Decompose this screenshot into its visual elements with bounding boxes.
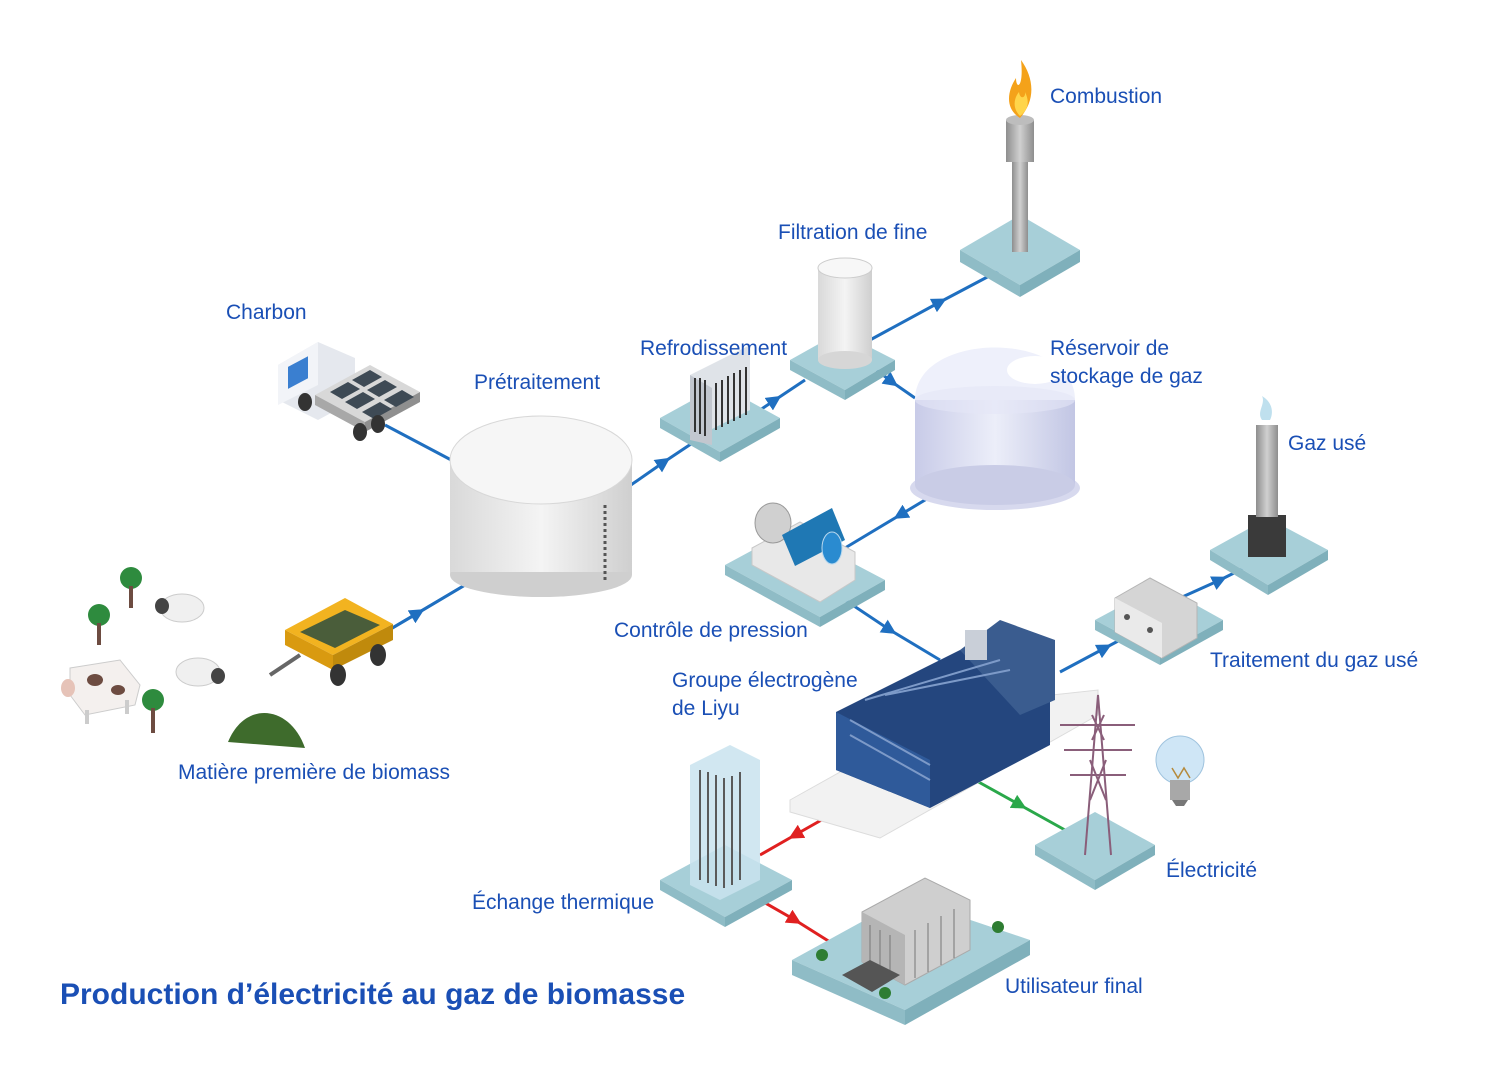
page-title: Production d’électricité au gaz de bioma… [60,978,686,1011]
label-filtration: Filtration de fine [778,221,928,244]
label-echange: Échange thermique [472,891,655,914]
label-reservoir-2: stockage de gaz [1050,365,1203,388]
label-charbon: Charbon [226,301,307,324]
electric-flow-line [974,778,1066,832]
label-groupe-1: Groupe électrogène [672,669,858,692]
label-biomasse: Matière première de biomass [178,761,450,784]
biomass-pile [228,712,305,748]
end-user-building [792,877,1030,1025]
exhaust-stack [1210,396,1328,595]
power-pylon [1035,694,1155,890]
label-gaz-use: Gaz usé [1288,432,1367,455]
sheep-icon [155,593,205,623]
label-utilisateur: Utilisateur final [1005,975,1143,998]
coal-truck [278,342,420,441]
pressure-controller [725,502,885,627]
flare-stack [960,60,1080,297]
generator-set [789,620,1099,839]
light-bulb-icon [1155,735,1205,806]
label-controle: Contrôle de pression [614,619,808,642]
biomass-scene [61,567,305,748]
sheep-icon [175,657,225,687]
biomass-wagon [268,598,393,686]
cooling-unit [660,345,780,462]
label-traitement: Traitement du gaz usé [1210,649,1419,672]
gas-reservoir [910,347,1080,510]
label-electricite: Électricité [1166,859,1258,882]
pretreatment-tank [449,415,633,597]
cow-icon [61,659,141,724]
label-refroidissement: Refrodissement [640,337,788,360]
smoke-icon [1260,396,1272,420]
heat-exchanger [660,745,792,927]
heat-flow-lines [759,816,831,944]
exhaust-treatment-unit [1095,577,1223,665]
label-combustion: Combustion [1050,85,1163,108]
label-reservoir-1: Réservoir de [1050,337,1170,360]
fine-filter [790,257,895,400]
label-pretraitement: Prétraitement [474,371,601,394]
label-groupe-2: de Liyu [672,697,740,720]
